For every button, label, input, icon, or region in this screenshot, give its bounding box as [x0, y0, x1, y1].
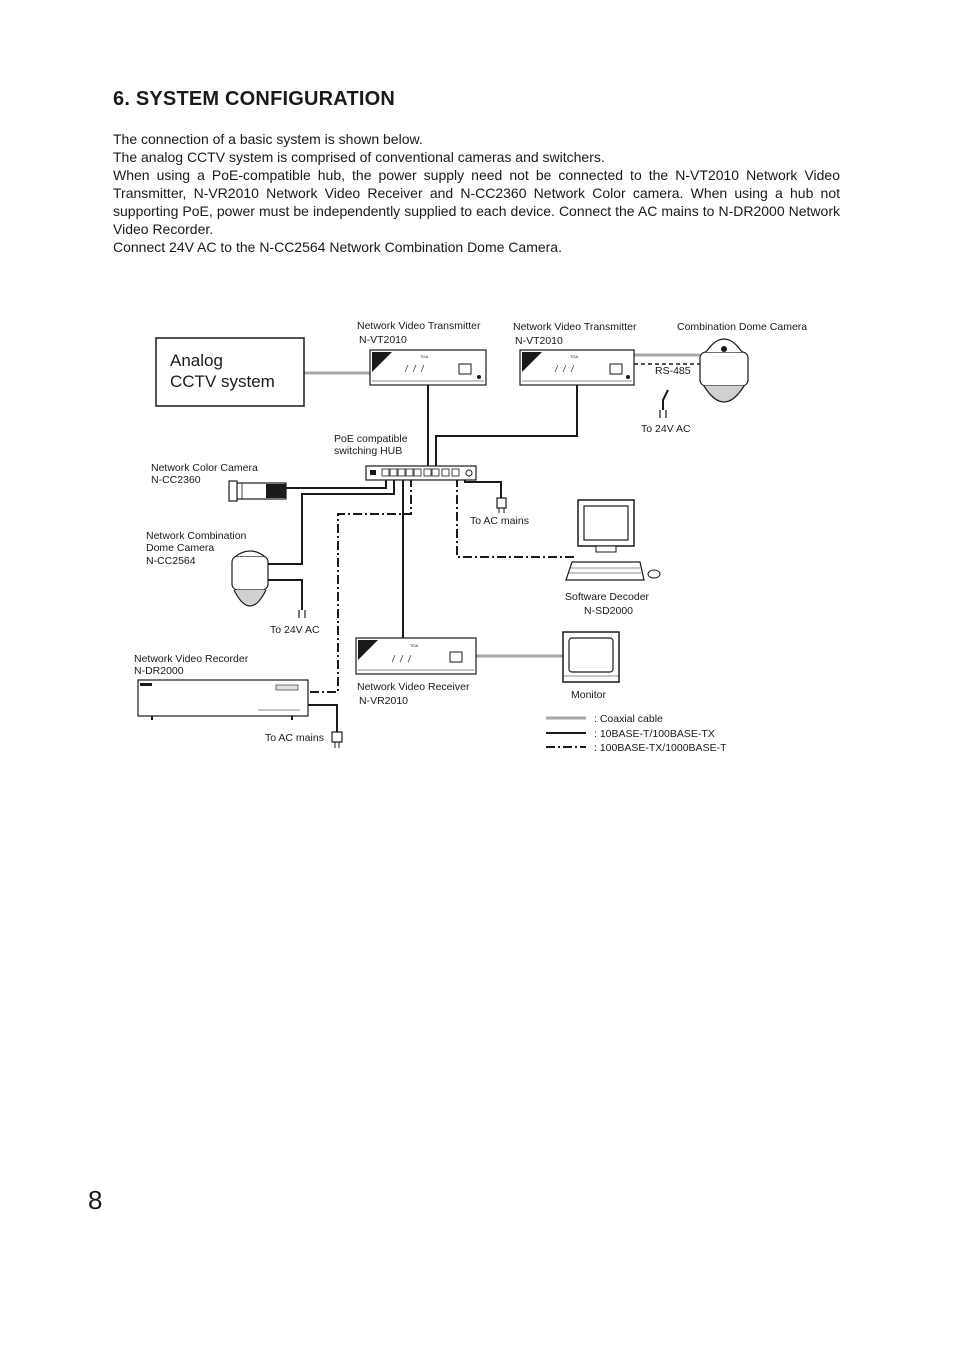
cable-combo-dome-to-24vac — [268, 579, 303, 610]
to-ac-mains-hub-label: To AC mains — [470, 515, 529, 527]
receiver-label-line2: N-VR2010 — [359, 695, 408, 707]
power-plug-icon — [496, 497, 507, 513]
brand-logo: TOA — [410, 643, 418, 648]
network-video-transmitter-2: TOA — [519, 349, 635, 386]
ethernet-cables — [268, 385, 669, 732]
power-plug-icon — [298, 610, 306, 618]
network-video-transmitter-1: TOA — [369, 349, 487, 386]
brand-logo: TOA — [570, 354, 578, 359]
brand-logo: TOA — [420, 354, 428, 359]
paragraph: When using a PoE-compatible hub, the pow… — [113, 167, 840, 237]
to-24vac-top-label: To 24V AC — [641, 423, 691, 435]
cable-transmitter2-to-hub — [435, 385, 578, 468]
power-plug-icon — [331, 731, 343, 748]
cable-hub-to-ac — [464, 478, 502, 498]
software-decoder-label-line2: N-SD2000 — [584, 605, 633, 617]
software-decoder-pc — [565, 499, 661, 581]
monitor-device — [562, 631, 620, 683]
software-decoder-label-line1: Software Decoder — [565, 591, 650, 603]
cable-hub-to-combo-dome — [268, 478, 395, 565]
analog-label-line1: Analog — [170, 351, 223, 370]
cable-hub-to-recorder — [308, 478, 412, 693]
paragraph: The connection of a basic system is show… — [113, 131, 423, 147]
hub-label-line2: switching HUB — [334, 445, 402, 457]
transmitter2-label-line1: Network Video Transmitter — [513, 321, 637, 333]
power-plug-icon — [659, 410, 667, 418]
hub-label-line1: PoE compatible — [334, 433, 408, 445]
legend: : Coaxial cable : 10BASE-T/100BASE-TX : … — [546, 713, 727, 754]
legend-10base-label: : 10BASE-T/100BASE-TX — [594, 728, 715, 740]
cable-hub-to-decoder — [456, 478, 575, 558]
paragraph: The analog CCTV system is comprised of c… — [113, 149, 605, 165]
recorder-label-line1: Network Video Recorder — [134, 653, 249, 665]
monitor-label: Monitor — [571, 689, 607, 701]
cable-recorder-to-ac — [308, 704, 338, 732]
coaxial-cables — [304, 353, 700, 658]
page-number: 8 — [88, 1185, 103, 1215]
network-video-recorder — [137, 679, 309, 720]
combo-dome-label-line2: Dome Camera — [146, 542, 214, 554]
network-color-camera — [228, 480, 287, 502]
network-combination-dome-camera — [231, 550, 269, 607]
section-heading: 6. SYSTEM CONFIGURATION — [113, 88, 396, 110]
color-camera-label-line2: N-CC2360 — [151, 474, 201, 486]
legend-100base-label: : 100BASE-TX/1000BASE-T — [594, 742, 727, 754]
paragraph: Connect 24V AC to the N-CC2564 Network C… — [113, 239, 562, 255]
analog-label-line2: CCTV system — [170, 372, 275, 391]
transmitter1-label-line1: Network Video Transmitter — [357, 320, 481, 332]
legend-coaxial-label: : Coaxial cable — [594, 713, 663, 725]
to-24vac-left-label: To 24V AC — [270, 624, 320, 636]
intro-text: The connection of a basic system is show… — [113, 130, 840, 256]
recorder-label-line2: N-DR2000 — [134, 665, 184, 677]
receiver-label-line1: Network Video Receiver — [357, 681, 470, 693]
network-video-receiver: TOA — [355, 637, 477, 675]
color-camera-label-line1: Network Color Camera — [151, 462, 258, 474]
analog-cctv-box: Analog CCTV system — [155, 337, 305, 407]
poe-switching-hub — [365, 465, 477, 481]
to-ac-mains-recorder-label: To AC mains — [265, 732, 324, 744]
transmitter2-label-line2: N-VT2010 — [515, 335, 563, 347]
combination-dome-camera — [699, 338, 749, 403]
combination-dome-label: Combination Dome Camera — [677, 321, 807, 333]
rs485-label: RS-485 — [655, 365, 691, 377]
combo-dome-label-line3: N-CC2564 — [146, 555, 196, 567]
gigabit-cables — [308, 478, 575, 693]
cable-dome-to-24vac — [662, 389, 669, 410]
combo-dome-label-line1: Network Combination — [146, 530, 247, 542]
cable-hub-to-color-camera — [286, 478, 387, 489]
transmitter1-label-line2: N-VT2010 — [359, 334, 407, 346]
